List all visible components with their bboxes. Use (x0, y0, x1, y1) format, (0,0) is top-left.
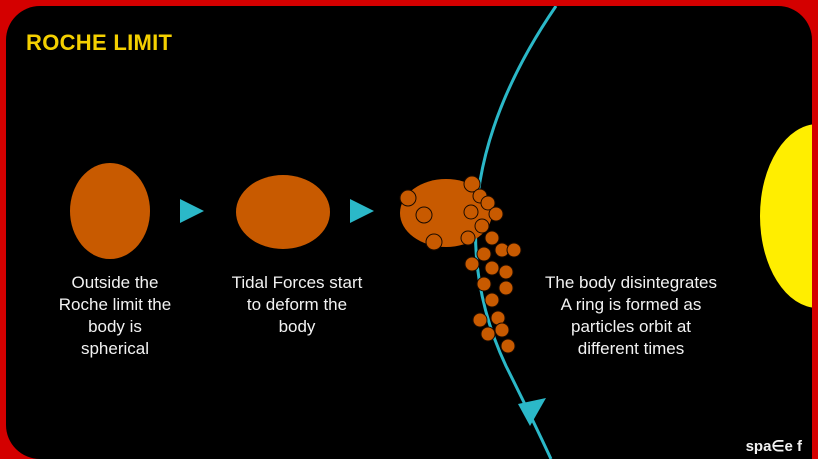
diagram-panel: ROCHE LIMIT Outside the Roche limit the … (6, 6, 812, 459)
orbit-arrow-icon (518, 398, 546, 426)
caption-line: Roche limit the (30, 294, 200, 316)
stage-2-caption: Tidal Forces start to deform the body (212, 272, 382, 338)
disintegrating-body (400, 176, 521, 353)
page-title: ROCHE LIMIT (26, 30, 172, 56)
next-arrow-icon-2 (350, 199, 374, 223)
caption-line: Outside the (30, 272, 200, 294)
caption-line: spherical (30, 338, 200, 360)
next-arrow-icon-1 (180, 199, 204, 223)
stage-3-caption: The body disintegrates A ring is formed … (526, 272, 736, 360)
spherical-body (70, 163, 150, 259)
deformed-body (236, 175, 330, 249)
brand-logo: spa∈e f (746, 437, 802, 455)
caption-line: different times (526, 338, 736, 360)
diagram-svg (6, 6, 812, 459)
caption-line: A ring is formed as (526, 294, 736, 316)
caption-line: to deform the (212, 294, 382, 316)
caption-line: body is (30, 316, 200, 338)
planet (760, 124, 812, 308)
caption-line: body (212, 316, 382, 338)
caption-line: The body disintegrates (526, 272, 736, 294)
caption-line: particles orbit at (526, 316, 736, 338)
caption-line: Tidal Forces start (212, 272, 382, 294)
stage-1-caption: Outside the Roche limit the body is sphe… (30, 272, 200, 360)
